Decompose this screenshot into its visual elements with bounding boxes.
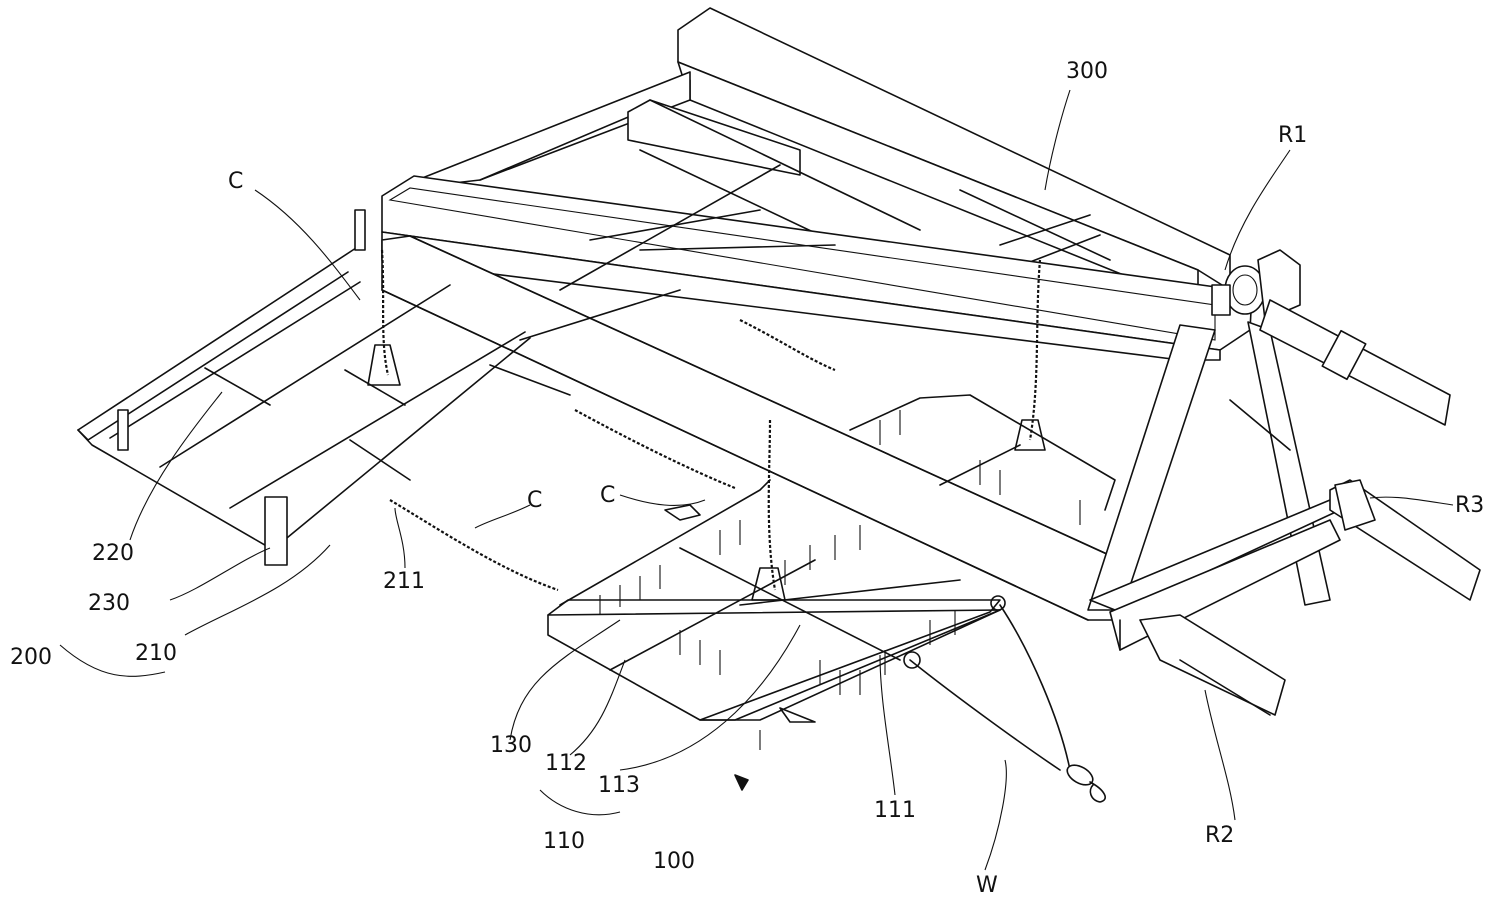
label-c-top: C — [228, 169, 243, 194]
a-frame — [1088, 322, 1340, 650]
reference-labels: 300 R1 R3 R2 C C C 220 230 200 210 211 1… — [10, 59, 1484, 898]
label-r2: R2 — [1205, 823, 1234, 848]
label-220: 220 — [92, 541, 134, 566]
pivot-r1 — [1212, 250, 1450, 425]
label-230: 230 — [88, 591, 130, 616]
wire-w — [904, 596, 1105, 802]
label-200: 200 — [10, 645, 52, 670]
leader-lines — [60, 90, 1453, 870]
label-112: 112 — [545, 751, 587, 776]
label-113: 113 — [598, 773, 640, 798]
label-r1: R1 — [1278, 123, 1307, 148]
label-c-right: C — [600, 483, 615, 508]
label-110: 110 — [543, 829, 585, 854]
label-111: 111 — [874, 798, 916, 823]
label-r3: R3 — [1455, 493, 1484, 518]
label-211: 211 — [383, 569, 425, 594]
label-100: 100 — [653, 849, 695, 874]
label-300: 300 — [1066, 59, 1108, 84]
label-130: 130 — [490, 733, 532, 758]
label-w: W — [976, 873, 998, 898]
label-c-mid: C — [527, 488, 542, 513]
label-210: 210 — [135, 641, 177, 666]
